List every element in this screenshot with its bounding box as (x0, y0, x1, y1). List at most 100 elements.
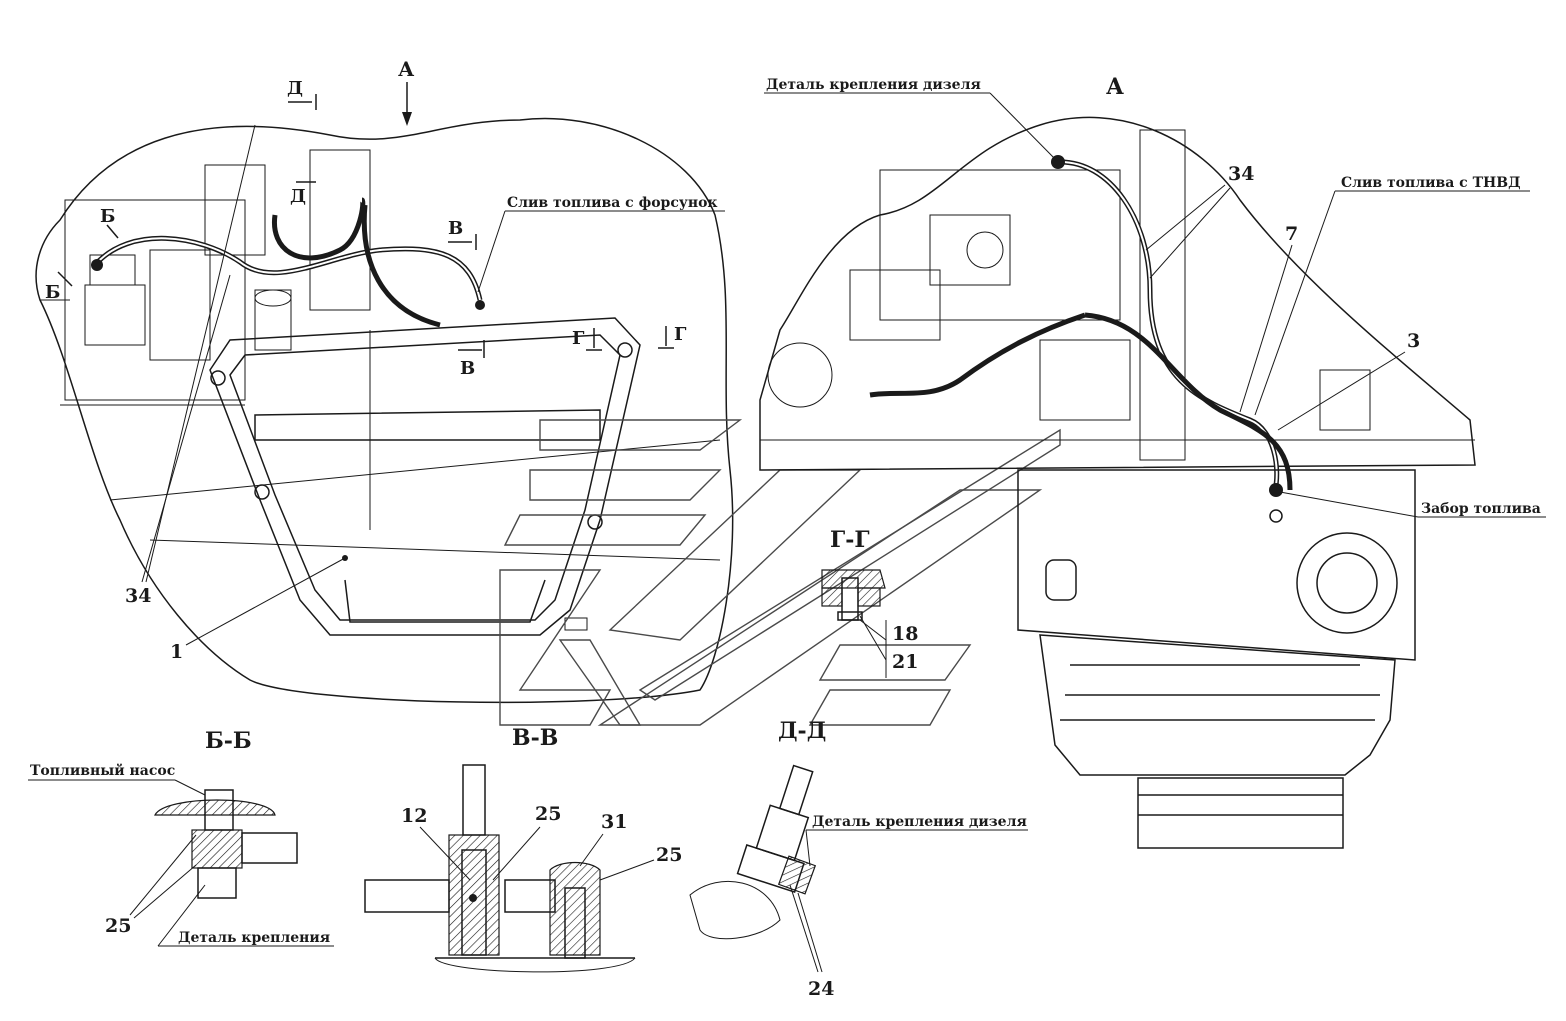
vv-left-channel (461, 849, 487, 956)
section-dd: Д-Д Деталь крепления дизеля 24 (689, 718, 1028, 1000)
callout-25-vv-b: 25 (656, 844, 682, 866)
callout-25-vv-a: 25 (535, 803, 561, 825)
section-bb: Б-Б Топливный насос 25 Деталь крепления (28, 728, 334, 947)
sec-b-left-arrow (57, 271, 73, 287)
right-hose-a (1057, 159, 1280, 491)
right-engine-port (966, 231, 1004, 269)
callout-25-bb: 25 (105, 915, 131, 937)
diesel-mount-leader-top (989, 92, 1059, 163)
sec-v-bottom-label: В (460, 358, 475, 379)
hose-fitting-b (91, 259, 103, 271)
right-engine-pump (1039, 339, 1131, 421)
fuel-intake-ring (1269, 509, 1283, 523)
leader-25-vv-a (492, 826, 541, 881)
manifold-block (309, 149, 371, 311)
callout-7: 7 (1285, 223, 1298, 245)
leader-25-bb-b (133, 864, 197, 919)
view-a-arrow-label: А (398, 57, 415, 81)
leader-34-left-b (145, 124, 256, 583)
left-view-outline (35, 117, 734, 704)
bb-pump-body (154, 799, 276, 816)
fuel-pump-leader (174, 779, 206, 796)
callout-1: 1 (170, 641, 183, 663)
right-tank-body (1017, 469, 1416, 661)
tank-bracket-outer (209, 317, 641, 636)
callout-31: 31 (601, 811, 627, 833)
tank-step-box (1137, 777, 1344, 849)
injector-pump (204, 164, 266, 256)
vv-left-port (469, 894, 477, 902)
mount-part-label: Деталь крепления (178, 930, 330, 946)
leader-34-left-a (141, 274, 231, 583)
hose-fitting-v (475, 300, 485, 310)
leader-3 (1277, 351, 1406, 431)
engine-side-cover (149, 249, 211, 361)
leader-24-b (797, 892, 823, 973)
tank-top-panel (254, 409, 601, 441)
right-engine-cover (929, 214, 1011, 286)
right-tank-lower (1039, 634, 1396, 776)
sec-b-left-label: Б (45, 282, 60, 303)
right-engine-pulley (767, 342, 833, 408)
sec-d-top-label: Д (287, 78, 303, 99)
tank-filler (1045, 559, 1077, 601)
section-vv-title: В-В (512, 725, 558, 751)
fuel-pump-label: Топливный насос (30, 762, 175, 779)
callout-18: 18 (892, 623, 918, 645)
gg-hatch-right (857, 587, 881, 607)
fuel-intake-label: Забор топлива (1421, 501, 1541, 517)
dd-top-pipe (778, 764, 814, 816)
right-engine-filter (849, 269, 941, 341)
section-dd-title: Д-Д (778, 718, 826, 744)
diesel-mount-label-top: Деталь крепления дизеля (766, 77, 981, 93)
tank-step (344, 579, 546, 623)
sec-b-top-arrow (106, 224, 119, 239)
section-gg: Г-Г 18 21 (821, 527, 918, 678)
leader-34-right-b (1149, 187, 1231, 279)
section-gg-title: Г-Г (830, 527, 870, 553)
tank-sender-flange (1296, 532, 1398, 634)
fuel-return-hose (93, 235, 483, 301)
callout-24: 24 (808, 978, 834, 1000)
frame-line-h1 (149, 539, 721, 561)
section-vv: В-В 12 25 31 25 (364, 725, 682, 973)
leader-25-vv-b (599, 859, 655, 881)
bb-fitting (241, 832, 298, 864)
drain-plug (564, 617, 588, 631)
leader-25-bb-a (129, 834, 197, 916)
right-engine-head (879, 169, 1121, 321)
section-bb-title: Б-Б (205, 728, 252, 754)
gg-nut (837, 611, 863, 621)
engine-block (64, 199, 246, 401)
leader-1 (185, 557, 346, 646)
bb-mount (197, 867, 237, 899)
dd-mount-body (689, 880, 781, 940)
fuel-filler-neck (254, 289, 292, 351)
fuel-return-injectors-label: Слив топлива с форсунок (507, 195, 718, 211)
sec-g-right-label: Г (674, 324, 687, 345)
right-hose-b (869, 312, 1086, 398)
tank-sender-inner (1316, 552, 1378, 614)
left-section-markers: А Д Д Б Б В В Г Г Слив топлива с форсуно… (45, 57, 725, 663)
sec-g-left-label: Г (572, 328, 585, 349)
right-frame-post (1139, 129, 1186, 461)
filter-housing (89, 254, 136, 286)
bolt-3 (254, 484, 270, 500)
fuel-intake-fitting (1269, 483, 1283, 497)
callout-21: 21 (892, 651, 918, 673)
fuel-return-injectors-leader (477, 210, 506, 293)
vv-top-pipe (462, 764, 486, 836)
right-hose-a-inner (1057, 160, 1278, 491)
sec-b-top-label: Б (100, 206, 115, 227)
vv-mid-hose (504, 879, 556, 913)
fuel-return-hpfp-label: Слив топлива с ТНВД (1341, 175, 1521, 191)
right-view-outline (759, 116, 1476, 471)
vv-left-hose (364, 879, 450, 913)
fuel-return-hose-inner (94, 237, 481, 301)
dd-fitting (755, 804, 810, 862)
leader-12 (419, 826, 471, 881)
bb-banjo (191, 829, 243, 869)
right-view-labels: А Деталь крепления дизеля 34 Слив топлив… (764, 74, 1546, 518)
diesel-mount-dd-leader (805, 829, 811, 867)
